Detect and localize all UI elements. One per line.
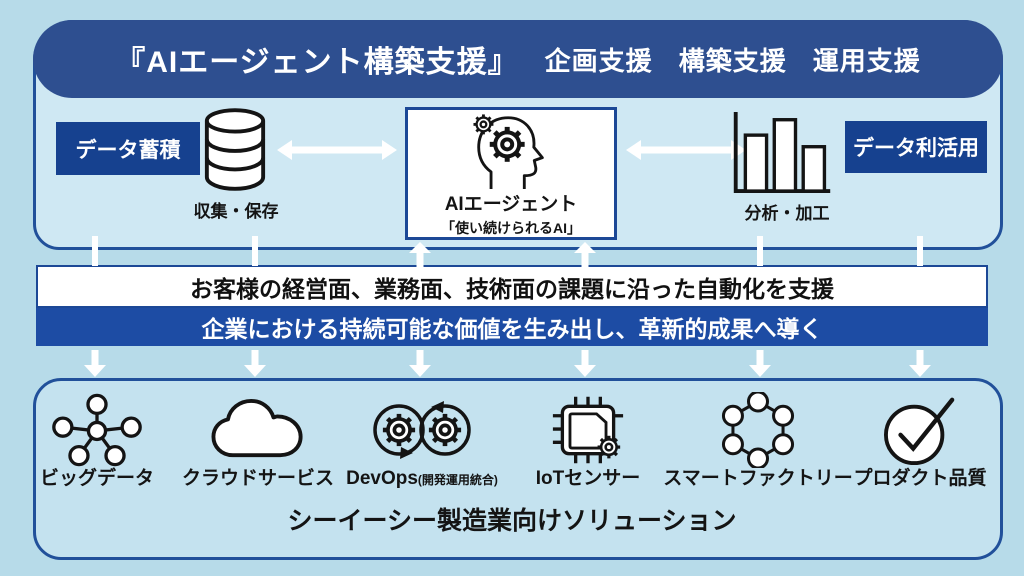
header-title: 『AIエージェント構築支援』 [115,46,519,79]
down-arrow-icon [908,350,932,383]
header-item-planning: 企画支援 [544,45,653,76]
solution-label: DevOps(開発運用統合) [346,468,498,490]
solution-label: プロダクト品質 [853,468,987,490]
ai-head-gears-icon [463,113,559,194]
header-item-operation: 運用支援 [812,45,921,76]
data-store-label: データ蓄積 [56,122,200,175]
value-banner: 企業における持続可能な価値を生み出し、革新的成果へ導く [36,308,988,346]
ai-agent-subtitle: 「使い続けられるAI」 [441,219,581,236]
data-use-label: データ利活用 [845,121,987,173]
up-arrow-icon [573,242,597,273]
support-banner: お客様の経営面、業務面、技術面の課題に沿った自動化を支援 [36,265,988,308]
check-circle-icon [879,390,961,469]
connector-line [917,236,923,266]
ai-agent-title: AIエージェント [444,194,578,215]
header-banner: 『AIエージェント構築支援』 企画支援 構築支援 運用支援 [33,20,1003,98]
hex-network-icon [712,390,804,469]
header-item-building: 構築支援 [678,45,787,76]
down-arrow-icon [408,350,432,383]
data-store-caption: 収集・保存 [193,202,279,221]
network-icon [49,390,145,469]
ai-agent-box: AIエージェント 「使い続けられるAI」 [405,107,617,240]
solution-label: スマートファクトリー [663,468,853,490]
solution-label-note: (開発運用統合) [417,473,498,488]
database-icon [202,106,268,199]
connector-line [92,236,98,266]
up-arrow-icon [408,242,432,273]
solution-label: クラウドサービス [181,468,334,490]
solution-quality: プロダクト品質 [832,390,1008,490]
bar-chart-icon [728,108,836,202]
solution-smartfactory: スマートファクトリー [663,390,853,490]
down-arrow-icon [243,350,267,383]
devops-loop-icon [366,390,478,469]
down-arrow-icon [83,350,107,383]
solution-iot: IoTセンサー [500,390,676,490]
solution-bigdata: ビッグデータ [9,390,185,490]
solution-label: ビッグデータ [39,468,154,490]
solution-label: IoTセンサー [535,468,641,490]
down-arrow-icon [748,350,772,383]
chip-icon [549,390,627,469]
solutions-panel [33,378,1003,560]
connector-line [757,236,763,266]
data-use-caption: 分析・加工 [744,204,830,223]
solution-devops: DevOps(開発運用統合) [334,390,510,490]
solution-cloud: クラウドサービス [170,390,346,490]
double-arrow-left-icon [276,139,398,166]
down-arrow-icon [573,350,597,383]
cloud-icon [211,390,305,469]
connector-line [252,236,258,266]
solutions-caption: シーイーシー製造業向けソリューション [287,507,737,535]
